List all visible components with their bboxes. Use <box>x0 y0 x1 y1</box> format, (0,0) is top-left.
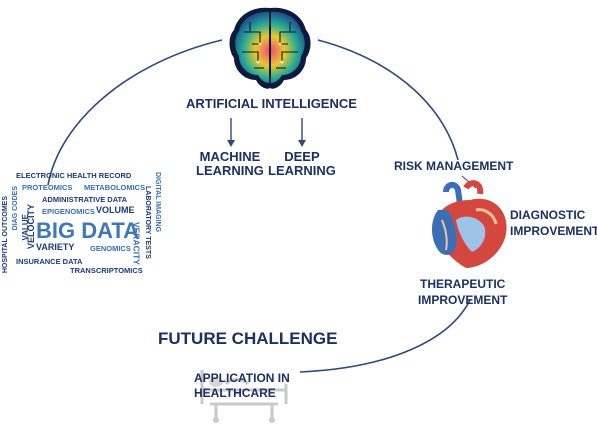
wc-metabolomics: METABOLOMICS <box>84 183 146 192</box>
wc-volume: VOLUME <box>96 205 135 215</box>
arrowhead-dl <box>298 140 306 147</box>
wc-proteomics: PROTEOMICS <box>22 183 73 192</box>
brain-circuit-icon <box>229 7 311 89</box>
wc-variety: VARIETY <box>36 242 75 252</box>
heart-icon <box>432 180 507 268</box>
cycle-arc-bottom <box>299 299 471 373</box>
dl-line1: DEEP <box>284 149 320 164</box>
ml-line1: MACHINE <box>199 149 261 164</box>
hospital-bed-icon <box>200 370 288 423</box>
deep-learning-label: DEEP LEARNING <box>268 150 336 177</box>
wc-hospital: HOSPITAL OUTCOMES <box>2 196 9 274</box>
wc-velocity: VELOCITY <box>26 204 36 250</box>
ai-label: ARTIFICIAL INTELLIGENCE <box>186 96 357 111</box>
wc-insurance: INSURANCE DATA <box>16 257 83 266</box>
wc-big-data: BIG DATA <box>36 218 140 243</box>
dl-line2: LEARNING <box>268 162 336 178</box>
diag-line2: IMPROVEMENT <box>510 223 597 238</box>
therapeutic-improvement-label: THERAPEUTIC IMPROVEMENT <box>418 278 507 306</box>
future-challenge-label: FUTURE CHALLENGE <box>158 329 338 348</box>
cycle-arc <box>47 39 223 186</box>
diagnostic-improvement-label: DIAGNOSTIC IMPROVEMENT <box>510 209 597 237</box>
app-line2: HEALTHCARE <box>194 385 276 400</box>
wc-admin: ADMINISTRATIVE DATA <box>42 195 127 204</box>
wc-transcriptomics: TRANSCRIPTOMICS <box>70 266 143 275</box>
ml-line2: LEARNING <box>196 162 264 178</box>
ther-line2: IMPROVEMENT <box>418 292 508 307</box>
wc-diag-codes: DIAG CODES <box>12 186 19 231</box>
wc-genomics: GENOMICS <box>90 244 131 253</box>
diag-line1: DIAGNOSTIC <box>510 208 586 222</box>
wc-ehr: ELECTRONIC HEALTH RECORD <box>16 171 132 180</box>
ther-line1: THERAPEUTIC <box>420 277 506 291</box>
wc-epigenomics: EPIGENOMICS <box>42 207 95 216</box>
wc-lab-tests: LABORATORY TESTS <box>144 186 151 259</box>
app-line1: APPLICATION IN <box>194 371 290 385</box>
machine-learning-label: MACHINE LEARNING <box>196 150 264 177</box>
application-label: APPLICATION IN HEALTHCARE <box>194 372 290 399</box>
arrowhead-ml <box>227 140 235 147</box>
wc-digital-imaging: DIGITAL IMAGING <box>154 172 161 233</box>
cycle-arc-right <box>317 39 459 161</box>
risk-management-label: RISK MANAGEMENT <box>394 159 514 173</box>
wc-veracity: VERACITY <box>131 222 142 265</box>
